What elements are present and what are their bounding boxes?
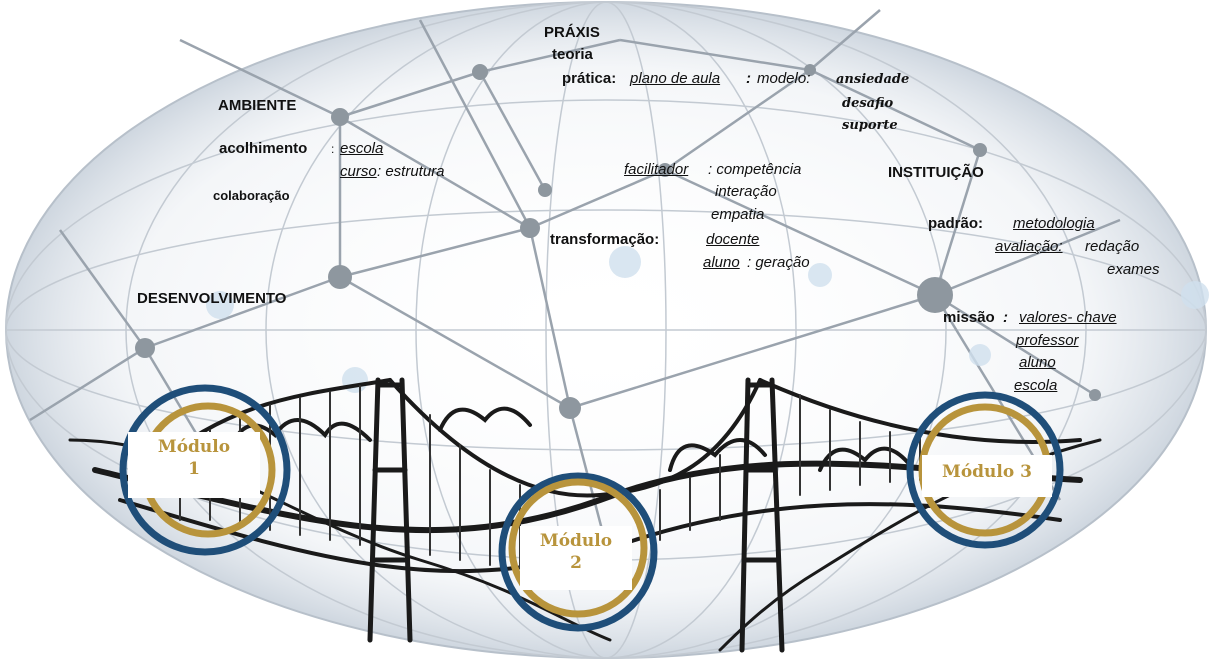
module-1-label: Módulo 1 [128,432,260,498]
module-2-number: 2 [570,553,582,573]
module-3-label: Módulo 3 [922,455,1052,497]
facilitador-empatia: empatia [711,206,765,223]
module-2-word: Módulo [539,531,613,551]
instituicao-missao: missão [943,309,995,326]
ambiente-escola: escola [340,140,384,157]
transformacao-aluno: aluno [703,254,740,271]
module-2-label: Módulo 2 [520,526,632,590]
instituicao-title: INSTITUIÇÃO [888,164,984,181]
instituicao-redacao: redação [1085,238,1140,255]
transformacao-label: transformação: [550,231,660,248]
network-glow-nodes [206,246,1209,393]
praxis-suporte: suporte [842,118,898,133]
network-nodes [135,64,1101,419]
praxis-title: PRÁXIS [544,24,600,41]
praxis-modelo: modelo: [757,70,811,87]
ambiente-colon: : [331,142,335,156]
module-2-ring [498,472,658,632]
facilitador-label: facilitador [624,161,689,178]
instituicao-missao-colon: : [1003,309,1008,326]
transformacao-docente: docente [706,231,760,248]
praxis-ansiedade: ansiedade [836,72,910,87]
instituicao-valores-chave: valores- chave [1019,309,1117,326]
ambiente-colaboracao: colaboração [213,188,290,203]
ambiente-acolhimento: acolhimento [219,140,308,157]
instituicao-professor: professor [1016,332,1079,349]
module-1-word: Módulo [157,437,231,457]
praxis-desafio: desafio [842,96,894,111]
facilitador-competencia: : competência [708,161,802,178]
globe-meridians [5,1,1207,659]
network-links [29,9,1121,561]
module-1-number: 1 [188,459,200,479]
instituicao-aluno: aluno [1019,354,1056,371]
praxis-plano-de-aula: plano de aula [630,70,721,87]
instituicao-escola: escola [1014,377,1058,394]
praxis-pratica: prática: [562,70,617,87]
instituicao-padrao: padrão: [928,215,984,232]
instituicao-exames: exames [1107,261,1160,278]
transformacao-geracao: : geração [747,254,810,271]
module-3-word: Módulo 3 [942,462,1032,482]
praxis-colon: : [746,70,751,87]
instituicao-metodologia: metodologia [1013,215,1095,232]
facilitador-interacao: interação [715,183,777,200]
ambiente-curso: curso [340,163,377,180]
desenvolvimento-title: DESENVOLVIMENTO [137,290,287,307]
praxis-teoria: teoria [552,46,593,63]
ambiente-estrutura: : estrutura [377,163,445,180]
ambiente-title: AMBIENTE [218,97,297,114]
instituicao-avaliacao: avaliação: [995,238,1063,255]
